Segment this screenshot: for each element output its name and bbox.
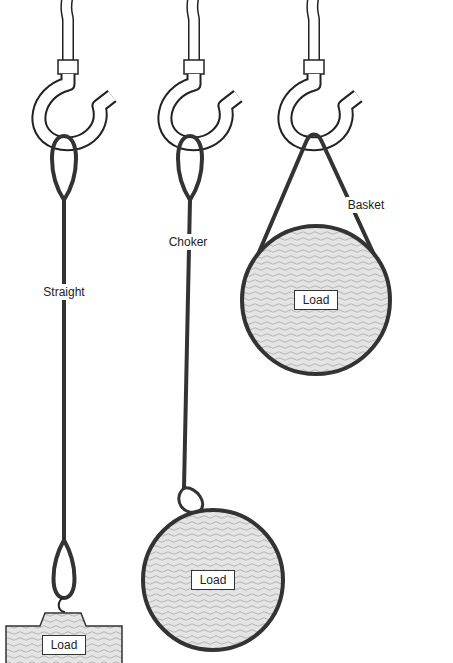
crane-hook xyxy=(39,0,112,144)
sling-eye xyxy=(54,540,75,598)
load-block: Load xyxy=(5,612,123,663)
sling xyxy=(52,136,76,540)
sling xyxy=(178,136,202,488)
choker-eye xyxy=(179,488,203,513)
load-outline xyxy=(143,510,283,650)
load-label: Load xyxy=(191,570,236,590)
load-outline xyxy=(6,613,122,663)
crane-hook xyxy=(165,0,238,144)
load-drum: Load xyxy=(240,224,392,376)
load-label: Load xyxy=(42,635,87,655)
load-drum: Load xyxy=(141,508,285,652)
load-outline xyxy=(242,226,390,374)
crane-hook xyxy=(285,0,358,144)
hitch-label: Choker xyxy=(167,234,210,250)
hitch-label: Basket xyxy=(346,197,387,213)
load-label: Load xyxy=(294,290,339,310)
hitch-label: Straight xyxy=(41,284,86,300)
